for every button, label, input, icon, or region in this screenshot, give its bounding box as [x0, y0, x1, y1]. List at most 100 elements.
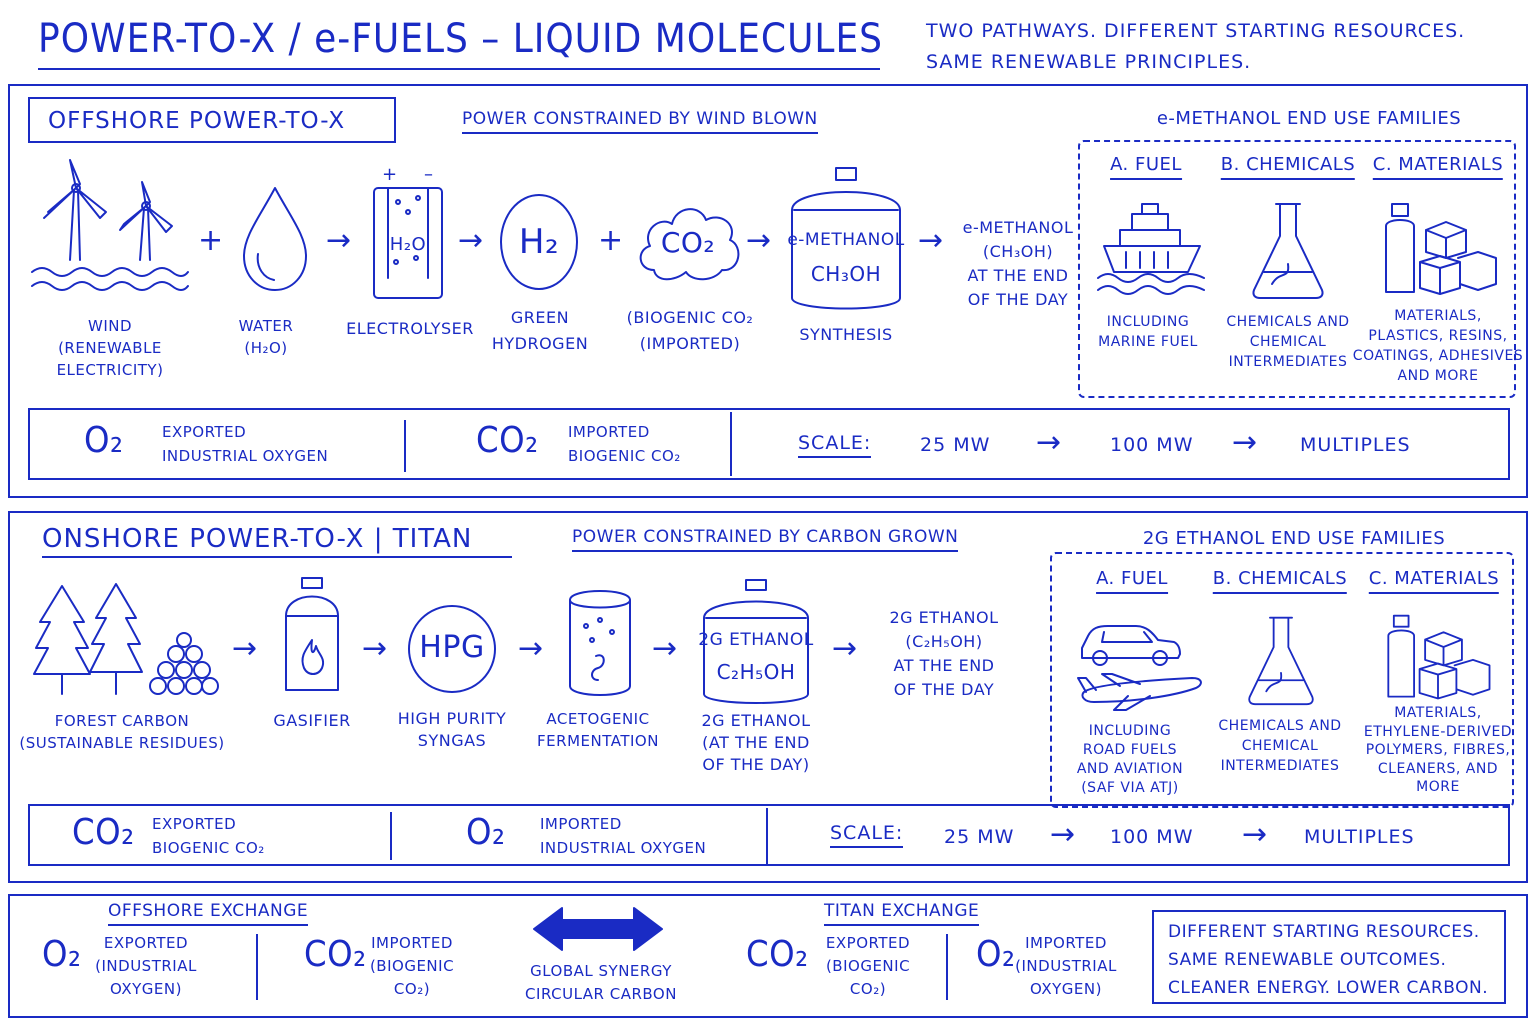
offshore-exchange-right-symbol: CO₂: [304, 934, 367, 975]
ethanol-tank-formula: C₂H₅OH: [716, 660, 796, 684]
end-use-desc: CHEMICALS AND CHEMICAL INTERMEDIATES: [1218, 718, 1342, 774]
end-use-label: A. FUEL: [1110, 154, 1182, 180]
plus-symbol: +: [598, 223, 624, 258]
titan-exchange-left-text: EXPORTED (BIOGENIC CO₂): [825, 934, 911, 998]
synthesis-label: SYNTHESIS: [799, 325, 893, 344]
hydrogen-label: GREEN HYDROGEN: [491, 308, 589, 353]
hydrogen-symbol: H₂: [518, 222, 560, 262]
electrolyser-icon: [373, 187, 443, 299]
scale-label: SCALE:: [830, 822, 904, 848]
arrow: →: [1232, 425, 1258, 460]
scale-value: 25 MW: [944, 826, 1015, 848]
tagline: TWO PATHWAYS. DIFFERENT STARTING RESOURC…: [926, 20, 1466, 73]
syngas-label: HIGH PURITY SYNGAS: [397, 709, 507, 750]
co2-cloud-icon: [639, 208, 740, 281]
methanol-tank-name: e-METHANOL: [787, 230, 905, 250]
methanol-tank-formula: CH₃OH: [810, 262, 882, 286]
onshore-subheading: POWER CONSTRAINED BY CARBON GROWN: [572, 526, 959, 552]
onshore-exchange-bar: [28, 804, 1510, 866]
end-use-desc: INCLUDING ROAD FUELS AND AVIATION (SAF V…: [1076, 723, 1184, 796]
wind-label: WIND (RENEWABLE ELECTRICITY): [56, 317, 164, 379]
arrow: →: [362, 631, 388, 666]
exchange-panel: [8, 894, 1528, 1018]
electrolyser-h2o: H₂O: [389, 234, 427, 255]
ethanol-tank-name: 2G ETHANOL: [698, 630, 814, 650]
onshore-panel: [8, 511, 1528, 883]
methanol-tank-icon: [791, 167, 901, 310]
end-use-label: C. MATERIALS: [1372, 154, 1504, 180]
end-use-label: B. CHEMICALS: [1220, 154, 1356, 180]
divider: [946, 934, 948, 1000]
end-use-desc: MATERIALS, ETHYLENE-DERIVED POLYMERS, FI…: [1363, 705, 1513, 795]
wind-turbine-icon: [31, 159, 189, 291]
arrow: →: [832, 631, 858, 666]
gasifier-icon: [285, 577, 339, 691]
arrow: →: [458, 223, 484, 258]
arrow: →: [518, 631, 544, 666]
offshore-heading: OFFSHORE POWER-TO-X: [28, 97, 396, 143]
offshore-end-use-box: [1078, 140, 1516, 398]
arrow: →: [326, 223, 352, 258]
arrow: →: [918, 223, 944, 258]
hydrogen-circle-icon: [500, 194, 578, 290]
divider: [730, 412, 732, 476]
scale-value: 25 MW: [920, 434, 991, 456]
forest-icon: [33, 583, 219, 695]
end-use-desc: CHEMICALS AND CHEMICAL INTERMEDIATES: [1226, 314, 1350, 370]
scale-value: MULTIPLES: [1300, 434, 1411, 456]
scale-value: MULTIPLES: [1304, 826, 1415, 848]
offshore-exchange-bar: [28, 408, 1510, 480]
bottle-and-cubes-icon: [1387, 614, 1491, 700]
co2-label: (BIOGENIC CO₂ (IMPORTED): [626, 308, 754, 353]
ethanol-tank-icon: [703, 579, 809, 704]
flask-icon: [1248, 616, 1314, 706]
offshore-exchange-title: OFFSHORE EXCHANGE: [108, 900, 309, 926]
onshore-end-use-box: [1050, 552, 1514, 808]
divider: [766, 808, 768, 864]
divider: [256, 934, 258, 1000]
forest-label: FOREST CARBON (SUSTAINABLE RESIDUES): [19, 712, 225, 752]
divider: [390, 812, 392, 860]
offshore-subheading: POWER CONSTRAINED BY WIND BLOWN: [462, 108, 818, 134]
co2-symbol: CO₂: [660, 226, 716, 259]
offshore-exchange-left-symbol: O₂: [42, 934, 82, 975]
titan-exchange-right-symbol: O₂: [976, 934, 1016, 975]
offshore-bar-mid-text: IMPORTED BIOGENIC CO₂: [568, 423, 681, 465]
arrow: →: [746, 223, 772, 258]
summary-box: [1152, 910, 1506, 1004]
flask-icon: [1252, 203, 1324, 299]
titan-exchange-right-text: IMPORTED (INDUSTRIAL OXYGEN): [1015, 934, 1117, 998]
offshore-exchange-right-text: IMPORTED (BIOGENIC CO₂): [369, 934, 455, 998]
onshore-bar-left-text: EXPORTED BIOGENIC CO₂: [152, 815, 265, 857]
end-use-desc: MATERIALS, PLASTICS, RESINS, COATINGS, A…: [1352, 308, 1524, 384]
ethanol-label: 2G ETHANOL (AT THE END OF THE DAY): [701, 711, 811, 774]
scale-value: 100 MW: [1110, 826, 1194, 848]
arrow: →: [232, 631, 258, 666]
scale-label: SCALE:: [798, 432, 872, 458]
car-and-plane-icon: [1077, 625, 1202, 711]
arrow: →: [1036, 425, 1062, 460]
arrow: →: [652, 631, 678, 666]
summary-text: DIFFERENT STARTING RESOURCES. SAME RENEW…: [1168, 922, 1489, 998]
end-use-label: C. MATERIALS: [1368, 568, 1500, 594]
gasifier-label: GASIFIER: [273, 711, 351, 730]
end-use-label: B. CHEMICALS: [1212, 568, 1348, 594]
divider: [404, 420, 406, 472]
offshore-bar-mid-symbol: CO₂: [476, 420, 539, 461]
end-use-label: A. FUEL: [1096, 568, 1168, 594]
ship-icon: [1097, 203, 1205, 295]
end-use-desc: INCLUDING MARINE FUEL: [1098, 314, 1198, 350]
page-title: POWER-TO-X / e-FUELS – LIQUID MOLECULES: [38, 16, 882, 70]
offshore-bar-left-text: EXPORTED INDUSTRIAL OXYGEN: [162, 423, 329, 465]
double-arrow-icon: [533, 907, 663, 951]
electrolyser-label: ELECTROLYSER: [346, 319, 474, 338]
syngas-circle-icon: [408, 605, 496, 693]
arrow: →: [1050, 817, 1076, 852]
electrolyser-plus: +: [382, 164, 398, 185]
titan-exchange-left-symbol: CO₂: [746, 934, 809, 975]
fermenter-icon: [569, 590, 631, 696]
onshore-bar-left-symbol: CO₂: [72, 812, 135, 853]
bottle-and-cubes-icon: [1385, 203, 1497, 295]
electrolyser-minus: –: [424, 164, 434, 185]
water-label: WATER (H₂O): [238, 317, 294, 357]
